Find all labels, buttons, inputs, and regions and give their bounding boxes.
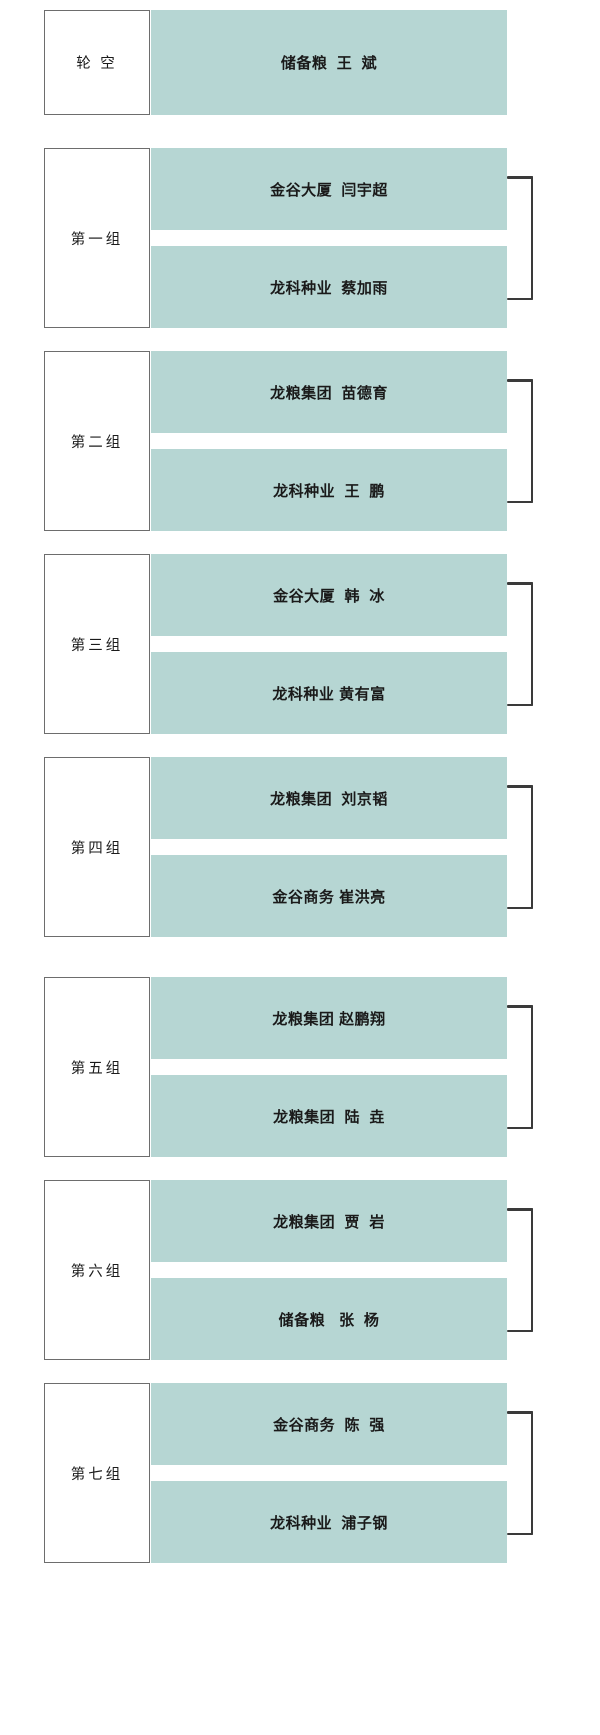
group-label-7: 第六组: [44, 1180, 150, 1360]
player-slot[interactable]: 龙粮集团 贾 岩: [151, 1180, 507, 1262]
connector-bottom-arm: [507, 703, 533, 706]
connector-bottom-arm: [507, 1126, 533, 1129]
connector-spine: [530, 176, 533, 300]
player-slot[interactable]: 龙粮集团 陆 垚: [151, 1075, 507, 1157]
connector-bottom-arm: [507, 1329, 533, 1332]
connector-top-arm: [507, 1005, 533, 1008]
player-slot[interactable]: 龙科种业 蔡加雨: [151, 246, 507, 328]
bracket-group-inner: 第三组 金谷大厦 韩 冰龙科种业 黄有富: [44, 554, 556, 734]
connector-top-arm: [507, 379, 533, 382]
player-slot[interactable]: 龙粮集团 刘京韬: [151, 757, 507, 839]
bracket-group: 第七组 金谷商务 陈 强龙科种业 浦子钢: [44, 1383, 556, 1563]
player-slot[interactable]: 储备粮 王 斌: [151, 10, 507, 115]
bracket-group-inner: 第六组 龙粮集团 贾 岩储备粮 张 杨: [44, 1180, 556, 1360]
connector-top-arm: [507, 1208, 533, 1211]
bracket-group: 第六组 龙粮集团 贾 岩储备粮 张 杨: [44, 1180, 556, 1360]
bracket-group: 第三组 金谷大厦 韩 冰龙科种业 黄有富: [44, 554, 556, 734]
connector-spine: [530, 379, 533, 503]
player-slot[interactable]: 金谷商务 崔洪亮: [151, 855, 507, 937]
player-label: 龙科种业 蔡加雨: [270, 279, 388, 297]
bracket-group: 第五组 龙粮集团 赵鹏翔龙粮集团 陆 垚: [44, 977, 556, 1157]
group-label-8: 第七组: [44, 1383, 150, 1563]
bracket-group: 第四组 龙粮集团 刘京韬金谷商务 崔洪亮: [44, 757, 556, 937]
bracket-group: 第二组 龙粮集团 苗德育龙科种业 王 鹏: [44, 351, 556, 531]
player-label: 金谷大厦 韩 冰: [273, 587, 385, 605]
player-slot[interactable]: 龙科种业 浦子钢: [151, 1481, 507, 1563]
group-label-5: 第四组: [44, 757, 150, 937]
player-label: 龙粮集团 刘京韬: [270, 790, 388, 808]
connector-top-arm: [507, 176, 533, 179]
bracket-connector: [507, 176, 533, 300]
player-slot[interactable]: 金谷大厦 韩 冰: [151, 554, 507, 636]
bracket-connector: [507, 1005, 533, 1129]
connector-spine: [530, 1208, 533, 1332]
player-label: 龙粮集团 赵鹏翔: [272, 1010, 386, 1028]
bracket-group-inner: 第四组 龙粮集团 刘京韬金谷商务 崔洪亮: [44, 757, 556, 937]
bracket-connector: [507, 379, 533, 503]
bracket-group-inner: 第二组 龙粮集团 苗德育龙科种业 王 鹏: [44, 351, 556, 531]
player-label: 龙科种业 浦子钢: [270, 1514, 388, 1532]
group-label-4: 第三组: [44, 554, 150, 734]
bracket-group-inner: 轮 空 储备粮 王 斌: [44, 10, 556, 115]
bracket-group: 轮 空 储备粮 王 斌: [44, 10, 556, 115]
connector-bottom-arm: [507, 297, 533, 300]
bracket-connector: [507, 582, 533, 706]
connector-bottom-arm: [507, 500, 533, 503]
connector-spine: [530, 1411, 533, 1535]
player-label: 储备粮 张 杨: [278, 1311, 380, 1329]
connector-top-arm: [507, 785, 533, 788]
bracket-group-inner: 第七组 金谷商务 陈 强龙科种业 浦子钢: [44, 1383, 556, 1563]
player-label: 龙科种业 王 鹏: [273, 482, 385, 500]
player-label: 龙粮集团 陆 垚: [273, 1108, 385, 1126]
bracket-connector: [507, 1208, 533, 1332]
player-slot[interactable]: 龙粮集团 赵鹏翔: [151, 977, 507, 1059]
player-label: 龙粮集团 苗德育: [270, 384, 388, 402]
group-label-2: 第一组: [44, 148, 150, 328]
player-slot[interactable]: 储备粮 张 杨: [151, 1278, 507, 1360]
player-label: 龙粮集团 贾 岩: [273, 1213, 385, 1231]
player-slot[interactable]: 金谷大厦 闫宇超: [151, 148, 507, 230]
connector-top-arm: [507, 582, 533, 585]
group-label-1: 轮 空: [44, 10, 150, 115]
bracket-group: 第一组 金谷大厦 闫宇超龙科种业 蔡加雨: [44, 148, 556, 328]
group-label-3: 第二组: [44, 351, 150, 531]
player-label: 金谷大厦 闫宇超: [270, 181, 388, 199]
connector-spine: [530, 582, 533, 706]
player-slot[interactable]: 龙粮集团 苗德育: [151, 351, 507, 433]
connector-top-arm: [507, 1411, 533, 1414]
bracket-connector: [507, 785, 533, 909]
player-label: 金谷商务 崔洪亮: [272, 888, 386, 906]
connector-bottom-arm: [507, 906, 533, 909]
connector-bottom-arm: [507, 1532, 533, 1535]
player-slot[interactable]: 金谷商务 陈 强: [151, 1383, 507, 1465]
player-label: 金谷商务 陈 强: [273, 1416, 385, 1434]
player-slot[interactable]: 龙科种业 黄有富: [151, 652, 507, 734]
bracket-group-inner: 第一组 金谷大厦 闫宇超龙科种业 蔡加雨: [44, 148, 556, 328]
player-label: 储备粮 王 斌: [280, 55, 378, 72]
player-label: 龙科种业 黄有富: [272, 685, 386, 703]
group-label-6: 第五组: [44, 977, 150, 1157]
connector-spine: [530, 785, 533, 909]
connector-spine: [530, 1005, 533, 1129]
player-slot[interactable]: 龙科种业 王 鹏: [151, 449, 507, 531]
bracket-connector: [507, 1411, 533, 1535]
bracket-group-inner: 第五组 龙粮集团 赵鹏翔龙粮集团 陆 垚: [44, 977, 556, 1157]
